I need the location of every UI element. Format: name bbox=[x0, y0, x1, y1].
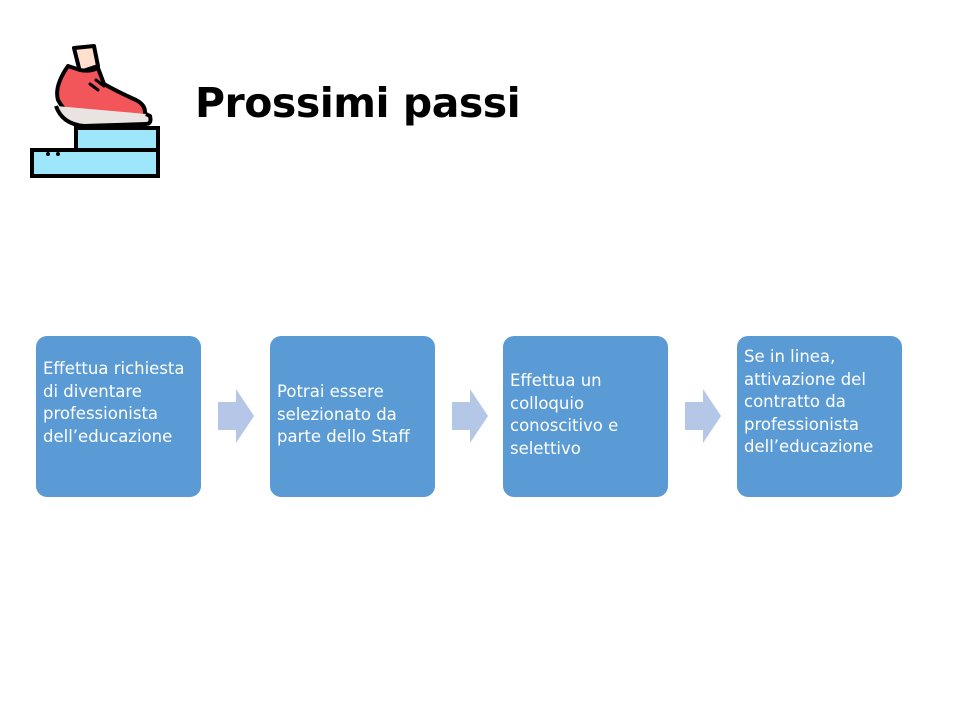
page-title: Prossimi passi bbox=[195, 79, 521, 127]
step-text-4: Se in linea, attivazione del contratto d… bbox=[744, 347, 874, 456]
step-text-3: Effettua un colloquio conoscitivo e sele… bbox=[510, 371, 619, 458]
arrow-right-icon bbox=[218, 389, 254, 443]
arrow-right-icon bbox=[452, 389, 488, 443]
step-box-2: Potrai essere selezionato da parte dello… bbox=[270, 336, 435, 497]
step-box-1: Effettua richiesta di diventare professi… bbox=[36, 336, 201, 497]
step-box-3: Effettua un colloquio conoscitivo e sele… bbox=[503, 336, 668, 497]
step-text-2: Potrai essere selezionato da parte dello… bbox=[277, 382, 410, 446]
shoe-stairs-icon bbox=[30, 44, 160, 178]
step-text-1: Effettua richiesta di diventare professi… bbox=[43, 359, 185, 446]
arrow-right-icon bbox=[685, 389, 721, 443]
steps-logo bbox=[28, 42, 164, 180]
step-box-4: Se in linea, attivazione del contratto d… bbox=[737, 336, 902, 497]
